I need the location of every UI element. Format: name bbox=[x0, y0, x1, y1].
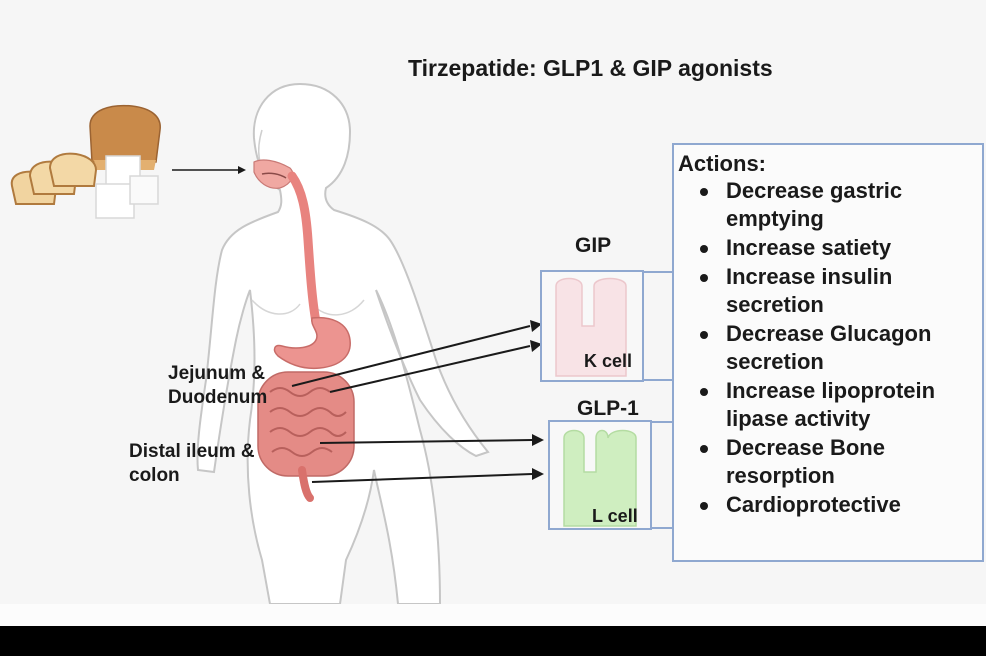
action-item-line: emptying bbox=[726, 206, 824, 231]
action-item: Increase satiety bbox=[674, 234, 986, 262]
actions-heading: Actions: bbox=[678, 151, 766, 176]
l-cell-label: L cell bbox=[592, 506, 638, 526]
ileum-label-line: Distal ileum & bbox=[129, 441, 255, 462]
k-cell-box: K cell bbox=[540, 270, 644, 382]
bottom-bar bbox=[0, 604, 986, 626]
arrow-head bbox=[532, 468, 544, 480]
action-item-line: Increase insulin bbox=[726, 264, 893, 289]
esophagus-icon bbox=[287, 171, 321, 327]
bullet-icon bbox=[700, 188, 708, 196]
jejunum-label-line: Duodenum bbox=[168, 387, 268, 408]
arrow-jejunum-k-cell-2 bbox=[329, 345, 531, 393]
action-item-line: Increase lipoprotein bbox=[726, 378, 936, 403]
sugar-cube-icon bbox=[95, 155, 159, 219]
action-item-line: Decrease gastric bbox=[726, 178, 903, 203]
bullet-icon bbox=[700, 331, 708, 339]
l-cell-icon bbox=[563, 429, 637, 527]
k-cell-label: K cell bbox=[584, 351, 633, 371]
diagram-title: Tirzepatide: GLP1 & GIP agonists bbox=[408, 55, 773, 81]
action-item-line: resorption bbox=[726, 463, 835, 488]
illustration-layer bbox=[10, 82, 672, 604]
bullet-icon bbox=[700, 245, 708, 253]
arrow-ileum-l-cell-2 bbox=[311, 473, 533, 483]
black-band bbox=[0, 626, 986, 656]
bullet-icon bbox=[700, 445, 708, 453]
food-arrow-head bbox=[238, 166, 246, 174]
jejunum-label: Jejunum & Duodenum bbox=[168, 362, 267, 410]
action-item-line: Decrease Bone bbox=[726, 435, 885, 460]
stomach-icon bbox=[273, 316, 351, 370]
action-item-line: secretion bbox=[726, 349, 824, 374]
arrow-head bbox=[530, 320, 542, 332]
bullet-icon bbox=[700, 502, 708, 510]
bullet-icon bbox=[700, 274, 708, 282]
action-item: Decrease Glucagon secretion bbox=[674, 320, 986, 376]
bullet-icon bbox=[700, 388, 708, 396]
arrow-head bbox=[532, 434, 544, 446]
action-item-line: secretion bbox=[726, 292, 824, 317]
ileum-label: Distal ileum & colon bbox=[129, 440, 255, 488]
l-cell-box: L cell bbox=[548, 420, 652, 530]
jejunum-label-line: Jejunum & bbox=[168, 363, 266, 384]
k-cell-icon bbox=[555, 277, 627, 377]
glp1-label: GLP-1 bbox=[577, 397, 639, 420]
action-item: Increase lipoprotein lipase activity bbox=[674, 377, 986, 433]
arrow-ileum-l-cell-1 bbox=[319, 439, 533, 444]
action-item: Decrease Bone resorption bbox=[674, 434, 986, 490]
action-item: Cardioprotective bbox=[674, 491, 986, 519]
action-item-line: lipase activity bbox=[726, 406, 871, 431]
arrow-jejunum-k-cell-1 bbox=[291, 325, 531, 387]
action-item-line: Increase satiety bbox=[726, 235, 892, 260]
arrow-head bbox=[530, 340, 542, 352]
intestine-icon bbox=[257, 371, 355, 502]
ileum-label-line: colon bbox=[129, 465, 180, 486]
action-item-line: Decrease Glucagon bbox=[726, 321, 932, 346]
action-item: Decrease gastric emptying bbox=[674, 177, 986, 233]
bread-icon bbox=[10, 104, 161, 205]
action-item: Increase insulin secretion bbox=[674, 263, 986, 319]
gip-label: GIP bbox=[575, 234, 612, 257]
diagram-canvas: Tirzepatide: GLP1 & GIP agonists Jejunum… bbox=[0, 0, 986, 604]
action-item-line: Cardioprotective bbox=[726, 492, 901, 517]
